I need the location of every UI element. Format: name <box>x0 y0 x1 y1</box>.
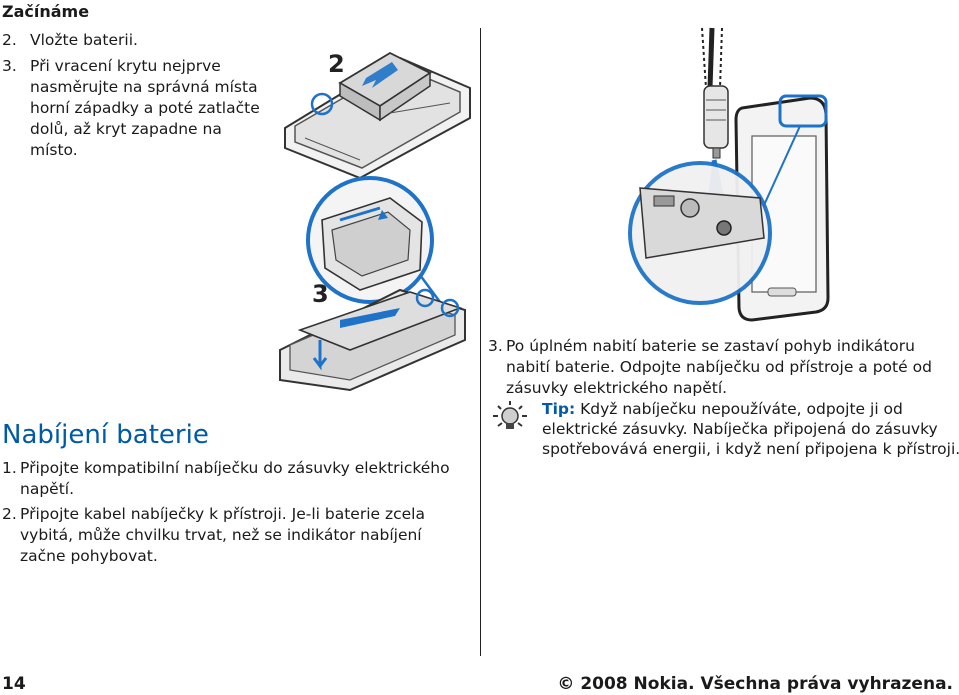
step-text: Připojte kabel nabíječky k přístroji. Je… <box>20 505 425 565</box>
step-text: Po úplném nabití baterie se zastaví pohy… <box>506 337 932 397</box>
step-number: 1. <box>2 459 17 477</box>
copyright: © 2008 Nokia. Všechna práva vyhrazena. <box>557 674 953 694</box>
list-item: 3. Po úplném nabití baterie se zastaví p… <box>488 336 954 399</box>
list-item: 2. Připojte kabel nabíječky k přístroji.… <box>2 504 472 567</box>
tip-label: Tip: <box>542 400 576 418</box>
list-item: 3. Při vracení krytu nejprve nasměrujte … <box>2 56 272 161</box>
battery-insert-figure: 2 <box>284 50 471 180</box>
tip-text: Když nabíječku nepoužíváte, odpojte ji o… <box>542 400 959 458</box>
charger-connection-figure <box>628 27 830 322</box>
column-divider <box>480 28 481 656</box>
step-text: Při vracení krytu nejprve nasměrujte na … <box>30 57 260 159</box>
tip-content: Tip: Když nabíječku nepoužíváte, odpojte… <box>542 399 959 459</box>
section-title: Začínáme <box>2 2 90 21</box>
figure-label: 2 <box>328 50 345 78</box>
lightbulb-icon <box>493 401 527 429</box>
step-number: 2. <box>2 31 17 49</box>
step-number: 2. <box>2 505 17 523</box>
list-item: 2. Vložte baterii. <box>2 30 272 51</box>
step-number: 3. <box>488 337 503 355</box>
step-text: Vložte baterii. <box>30 31 138 49</box>
list-item: 1. Připojte kompatibilní nabíječku do zá… <box>2 458 472 500</box>
section-heading: Nabíjení baterie <box>2 420 209 450</box>
figure-label: 3 <box>312 280 329 308</box>
step-number: 3. <box>2 57 17 75</box>
step-text: Připojte kompatibilní nabíječku do zásuv… <box>20 459 450 498</box>
back-cover-figure: 3 <box>279 176 466 392</box>
page-number: 14 <box>2 674 26 694</box>
